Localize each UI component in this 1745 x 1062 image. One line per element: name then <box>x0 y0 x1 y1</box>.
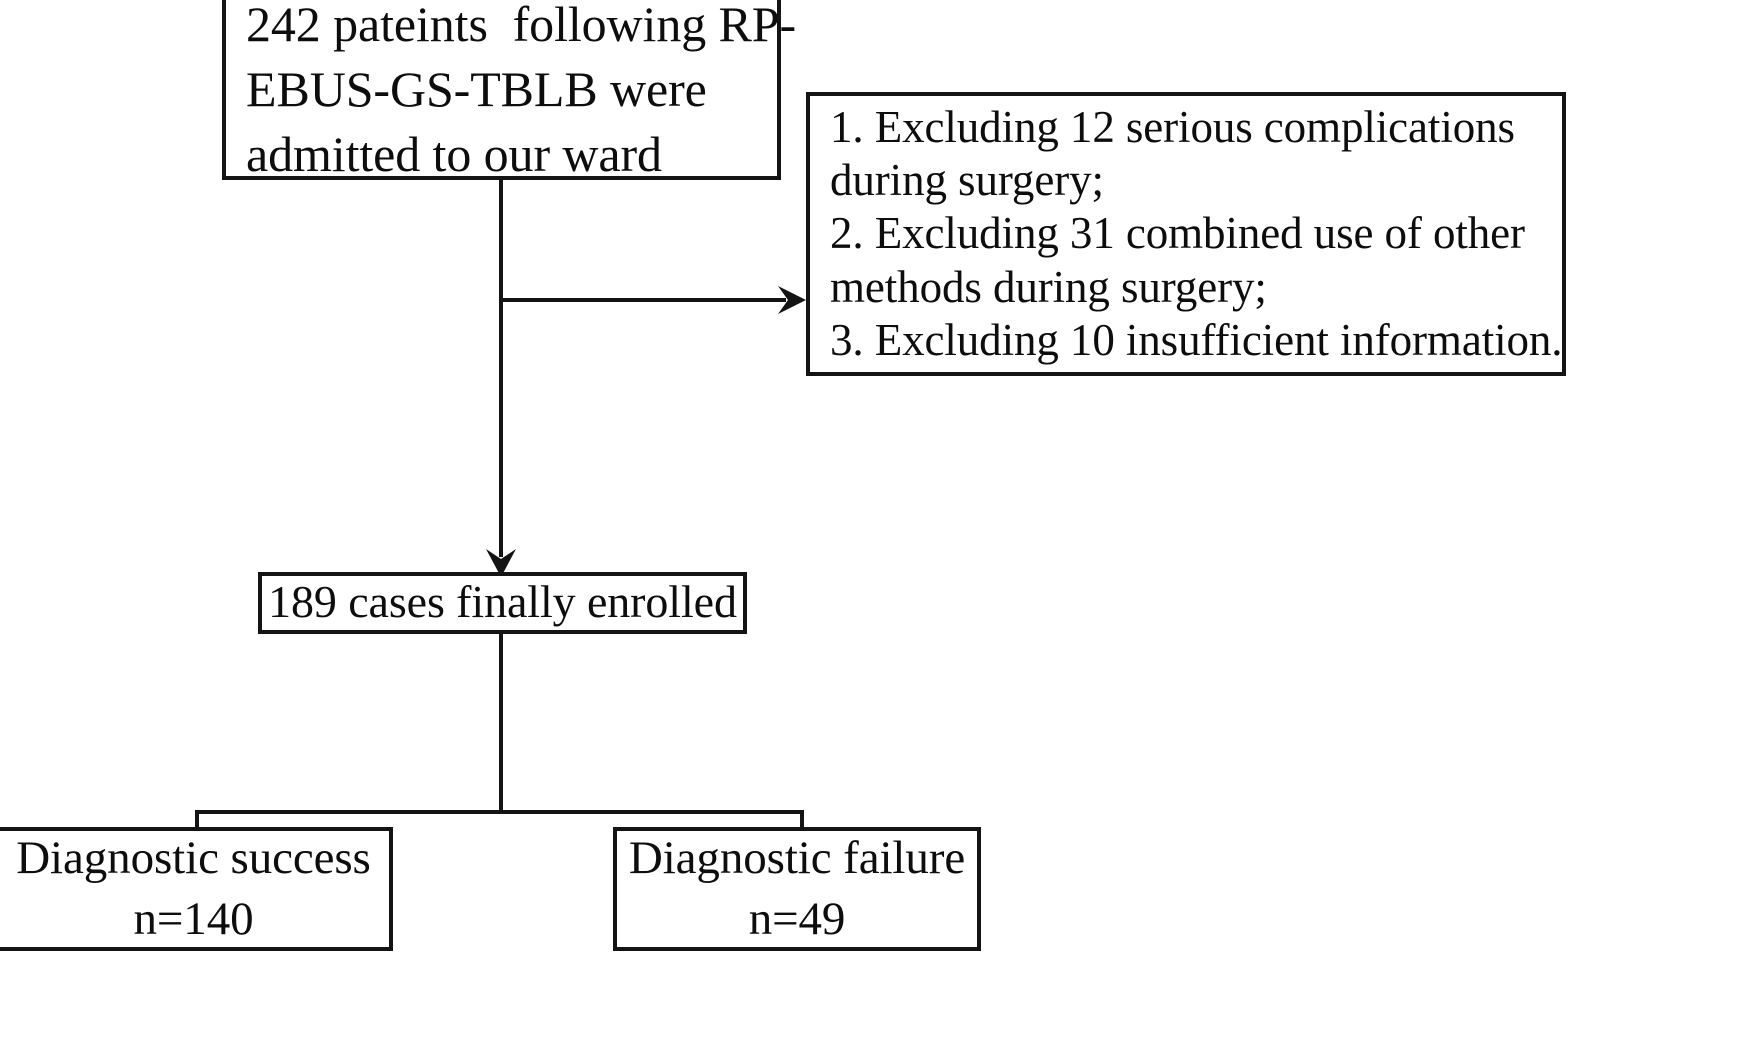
node-exclusions-line-1: 1. Excluding 12 serious complications <box>830 102 1515 153</box>
node-exclusions-line-5: 3. Excluding 10 insufficient information… <box>830 314 1563 365</box>
node-enrolled: 189 cases finally enrolled <box>258 572 747 634</box>
node-exclusions-line-4: methods during surgery; <box>830 261 1267 312</box>
node-exclusions-line-2: during surgery; <box>830 155 1104 206</box>
node-enrolled-source-line-1: 242 pateints following RP- <box>246 0 797 52</box>
node-diagnostic-failure: Diagnostic failure n=49 <box>613 827 981 951</box>
node-diagnostic-failure-label: Diagnostic failure <box>628 831 966 884</box>
node-diagnostic-success: Diagnostic success n=140 <box>0 827 393 951</box>
node-exclusions-line-3: 2. Excluding 31 combined use of other <box>830 208 1525 259</box>
node-enrolled-source: 242 pateints following RP- EBUS-GS-TBLB … <box>222 0 796 182</box>
arrowhead-source-to-exclusions <box>778 286 806 314</box>
node-diagnostic-success-count: n=140 <box>133 893 254 945</box>
node-enrolled-source-line-3: admitted to our ward <box>246 125 662 182</box>
node-diagnostic-failure-count: n=49 <box>748 893 846 945</box>
node-exclusions: 1. Excluding 12 serious complications du… <box>806 92 1566 376</box>
node-enrolled-source-line-2: EBUS-GS-TBLB were <box>246 60 707 117</box>
node-diagnostic-success-label: Diagnostic success <box>16 831 371 884</box>
node-enrolled-line-1: 189 cases finally enrolled <box>268 576 737 628</box>
